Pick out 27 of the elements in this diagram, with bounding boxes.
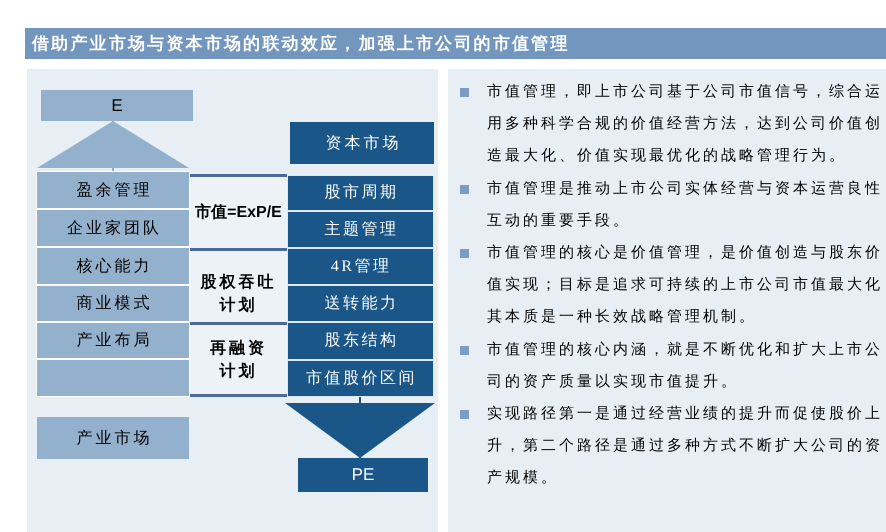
factor-box: 盈余管理 [36, 171, 190, 209]
bullet-text: 市值管理的核心内涵，就是不断优化和扩大上市公司的资产质量以实现市值提升。 [487, 340, 884, 392]
factor-box: 主题管理 [286, 211, 434, 248]
factor-box: 商业模式 [36, 285, 190, 322]
factor-box [36, 359, 190, 397]
heading-box: E [41, 90, 193, 121]
title-bar: 借助产业市场与资本市场的联动效应，加强上市公司的市值管理 [25, 28, 886, 59]
text-band: 再融资计划 [190, 322, 287, 397]
factor-box: 产业布局 [36, 322, 190, 359]
bullet-text: 实现路径第一是通过经营业绩的提升而促使股价上升，第二个路径是通过多种方式不断扩大公司的资产规模。 [487, 404, 884, 488]
text-band: 市值=ExP/E [190, 174, 287, 248]
heading-box: 产业市场 [37, 417, 189, 459]
text-band: 股权吞吐计划 [190, 248, 287, 322]
heading-box: 资本市场 [290, 122, 434, 164]
factor-box: 股市周期 [286, 174, 434, 211]
factor-box: 市值股价区间 [286, 360, 434, 397]
factor-box: 企业家团队 [36, 209, 190, 247]
arrow [37, 121, 189, 171]
factor-box: 送转能力 [286, 285, 434, 322]
arrow [285, 397, 435, 458]
factor-box: 核心能力 [36, 247, 190, 285]
bullet-text: 市值管理是推动上市公司实体经营与资本运营良性互动的重要手段。 [487, 179, 884, 231]
bullet-text: 市值管理，即上市公司基于公司市值信号，综合运用多种科学合规的价值经营方法，达到公司价值创造最大化、价值实现最优化的战略管理行为。 [487, 82, 884, 166]
heading-box: PE [298, 458, 428, 492]
bullet-text: 市值管理的核心是价值管理，是价值创造与股东价值实现；目标是追求可持续的上市公司市值最大化其本质是一种长效战略管理机制。 [487, 243, 884, 328]
factor-box: 股东结构 [286, 322, 434, 360]
factor-box: 4R管理 [286, 248, 434, 285]
